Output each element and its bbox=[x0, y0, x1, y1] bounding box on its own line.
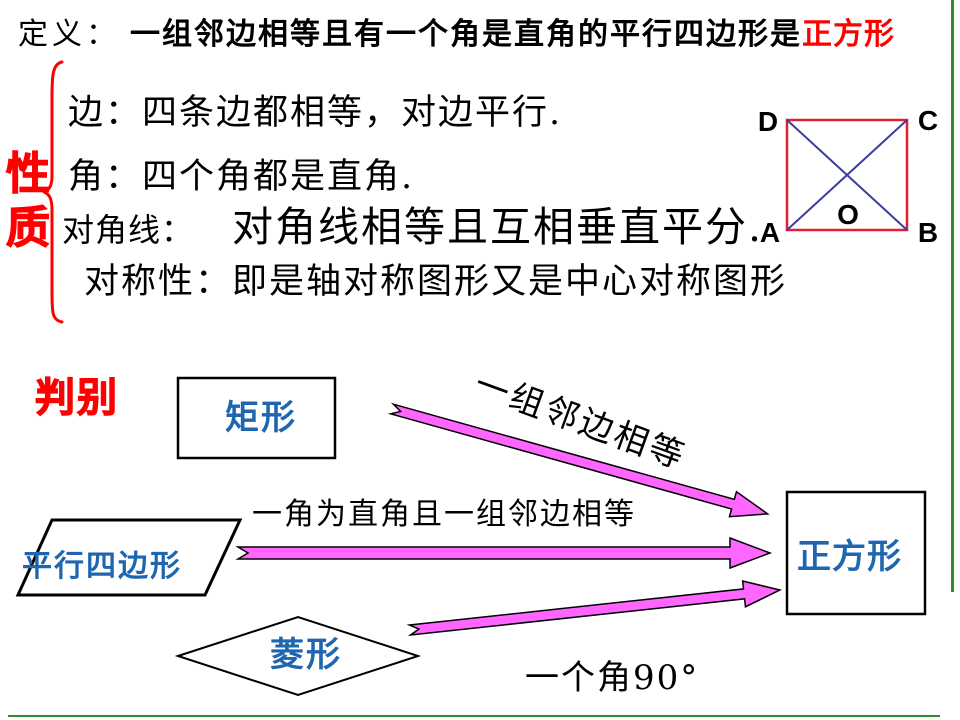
rectangle-shape bbox=[176, 376, 337, 460]
vertex-label-d: D bbox=[758, 106, 778, 137]
definition-line: 定义： 一组邻边相等且有一个角是直角的平行四边形是正方形 bbox=[18, 20, 895, 50]
property-angles-text: 四个角都是直角. bbox=[142, 157, 415, 197]
rectangle-label: 矩形 bbox=[225, 398, 297, 438]
arrow-rectangle-to-square bbox=[387, 402, 770, 518]
vertex-label-a: A bbox=[760, 217, 780, 248]
property-angles-label: 角： bbox=[68, 157, 143, 197]
arrow-rhombus-to-square bbox=[406, 579, 783, 637]
properties-title: 性质 bbox=[0, 149, 50, 258]
definition-highlight: 正方形 bbox=[802, 17, 895, 52]
property-sides: 边：四条边都相等，对边平行. bbox=[68, 96, 562, 131]
vertex-label-c: C bbox=[918, 105, 938, 136]
vertex-label-b: B bbox=[918, 217, 938, 248]
square-figure-outline bbox=[785, 118, 909, 232]
parallelogram-label: 平行四边形 bbox=[22, 549, 182, 584]
criteria-title: 判别 bbox=[34, 375, 119, 421]
frame-bottom-rule bbox=[8, 715, 940, 717]
properties-brace bbox=[42, 60, 64, 324]
square-diagonal-ca bbox=[786, 119, 908, 231]
property-sides-text: 四条边都相等，对边平行. bbox=[142, 93, 563, 133]
condition-rhombus-to-square: 一个角90° bbox=[525, 658, 700, 698]
property-diagonals-label: 对角线： bbox=[62, 211, 195, 249]
definition-label: 定义： bbox=[18, 17, 120, 52]
rhombus-shape bbox=[174, 615, 422, 697]
arrow-parallelogram-to-square bbox=[235, 536, 773, 570]
vertex-label-o: O bbox=[837, 199, 859, 230]
condition-parallelogram-to-square: 一角为直角且一组邻边相等 bbox=[252, 497, 636, 532]
square-figure: D C A B O bbox=[758, 105, 938, 248]
square-label: 正方形 bbox=[797, 537, 902, 577]
property-symmetry: 对称性：即是轴对称图形又是中心对称图形 bbox=[84, 265, 787, 300]
square-shape bbox=[785, 490, 927, 616]
rhombus-label: 菱形 bbox=[270, 635, 342, 675]
frame-right-rule bbox=[951, 0, 954, 592]
property-diagonals: 对角线：对角线相等且互相垂直平分. bbox=[62, 207, 763, 248]
property-sides-label: 边： bbox=[68, 93, 143, 133]
property-symmetry-label: 对称性： bbox=[84, 262, 233, 302]
property-symmetry-text: 即是轴对称图形又是中心对称图形 bbox=[232, 262, 788, 302]
parallelogram-shape bbox=[15, 518, 243, 597]
definition-text: 一组邻边相等且有一个角是直角的平行四边形是 bbox=[130, 17, 802, 52]
property-angles: 角：四个角都是直角. bbox=[68, 160, 414, 195]
property-diagonals-text: 对角线相等且互相垂直平分. bbox=[232, 203, 764, 251]
